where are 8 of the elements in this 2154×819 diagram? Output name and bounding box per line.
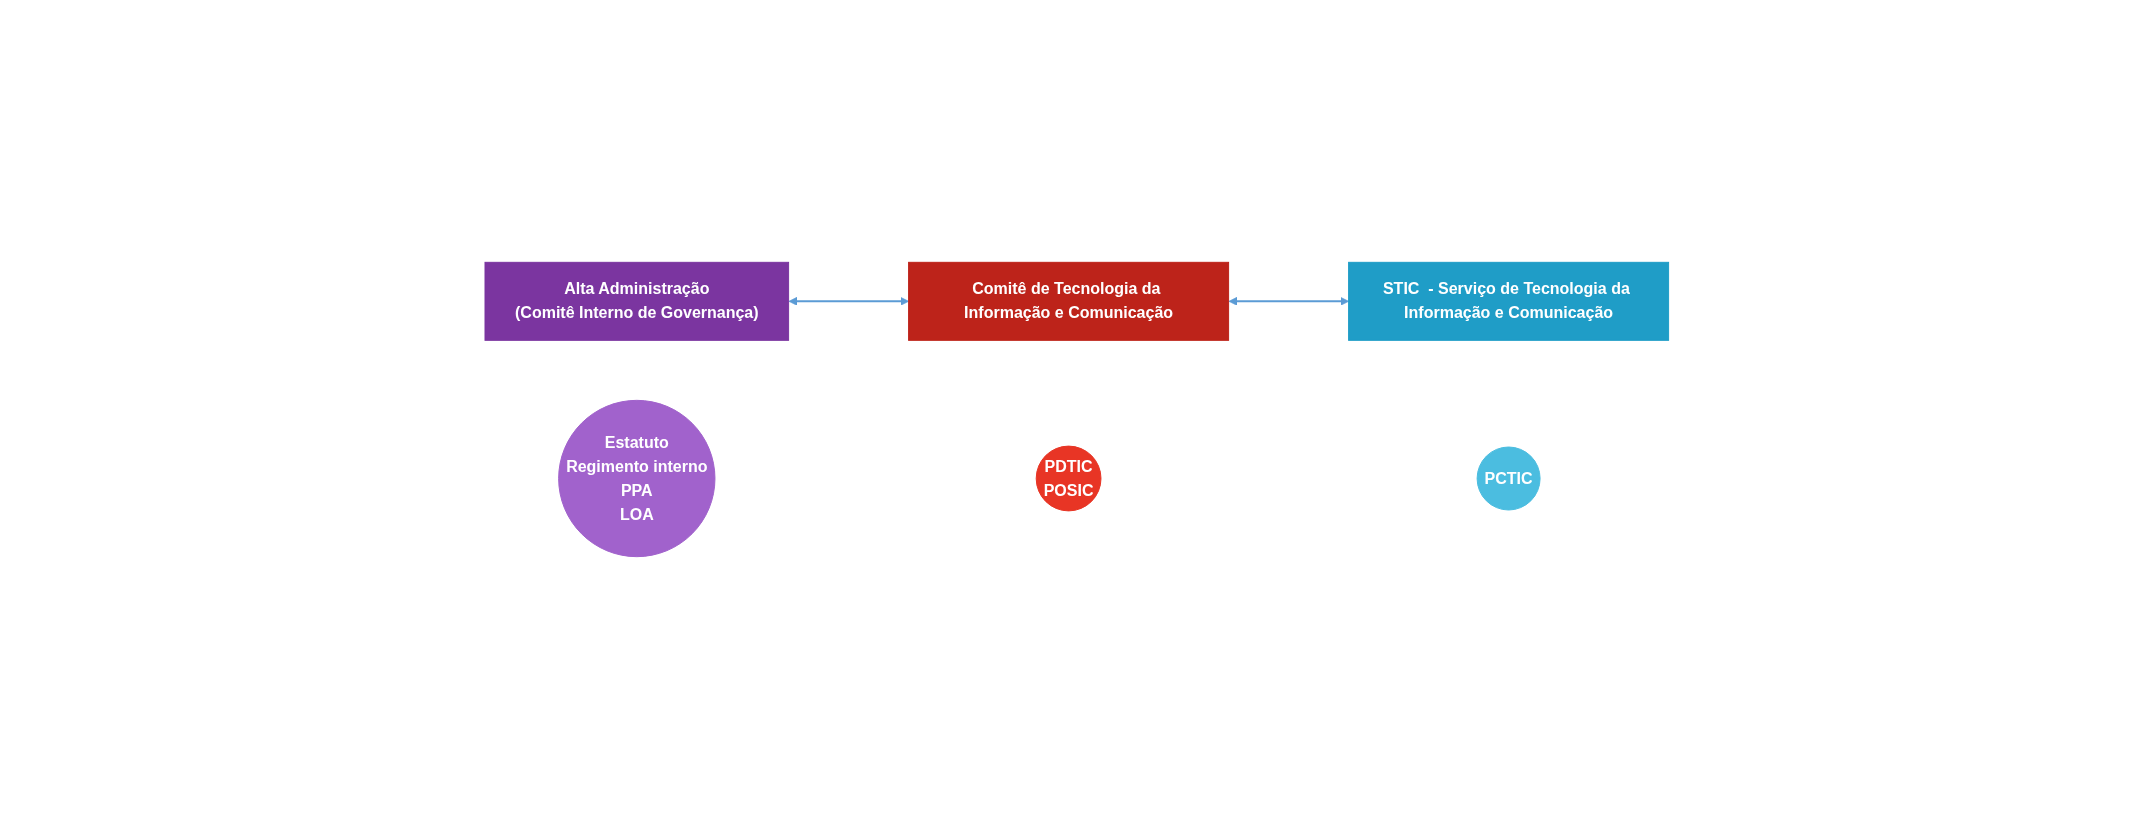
arrow (1228, 296, 1350, 306)
node-circle: PCTIC (1476, 446, 1541, 511)
node-box: Alta Administração (Comitê Interno de Governança) (484, 261, 790, 341)
arrow (788, 296, 910, 306)
node-box: Comitê de Tecnologia da Informação e Comunicação (908, 261, 1230, 341)
node-circle: Estatuto Regimento interno PPA LOA (558, 399, 716, 558)
node-box: STIC - Serviço de Tecnologia da Informação e Comunicação (1348, 261, 1670, 341)
node-circle: PDTIC POSIC (1035, 445, 1102, 512)
